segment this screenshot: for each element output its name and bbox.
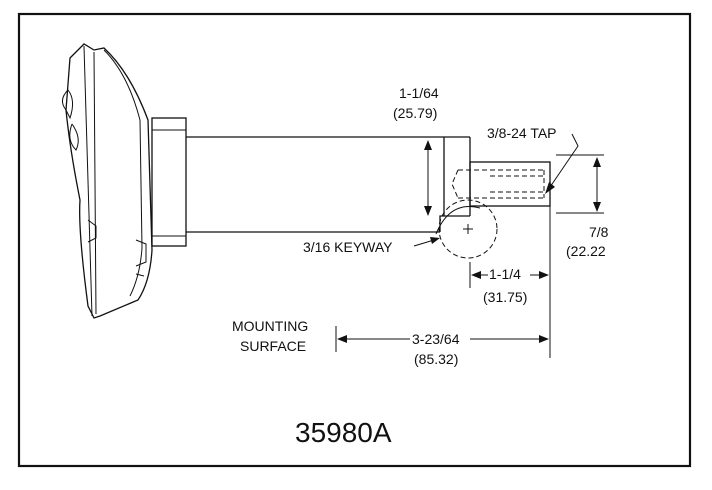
dim-shaft-diameter [424, 140, 432, 216]
step-length-mm-label: (31.75) [483, 289, 527, 305]
main-shaft [186, 136, 471, 233]
dim-step-diameter [556, 154, 604, 214]
mounting-length-inch-label: 3-23/64 [412, 331, 460, 347]
tap-leader [545, 133, 579, 194]
step-diameter-mm-label: (22.22 [566, 243, 606, 259]
dim-step-length [469, 206, 551, 358]
keyway-label: 3/16 KEYWAY [303, 239, 393, 255]
drawing-frame [17, 12, 692, 468]
keyway-leader [413, 237, 440, 247]
mounting-length-mm-label: (85.32) [414, 351, 458, 367]
motor-housing [62, 43, 153, 319]
tap-label: 3/8-24 TAP [487, 125, 557, 141]
shaft-diameter-inch-label: 1-1/64 [399, 85, 439, 101]
step-diameter-inch-label: 7/8 [589, 224, 609, 240]
dim-mounting-length [335, 326, 549, 352]
step-length-inch-label: 1-1/4 [489, 266, 521, 282]
mounting-line1-label: MOUNTING [232, 318, 308, 334]
shaft-step [451, 161, 551, 207]
shaft-diameter-mm-label: (25.79) [393, 105, 437, 121]
part-number: 35980A [295, 417, 392, 448]
mounting-flange [151, 117, 187, 247]
mounting-line2-label: SURFACE [240, 338, 306, 354]
keyway-circle [435, 199, 498, 259]
